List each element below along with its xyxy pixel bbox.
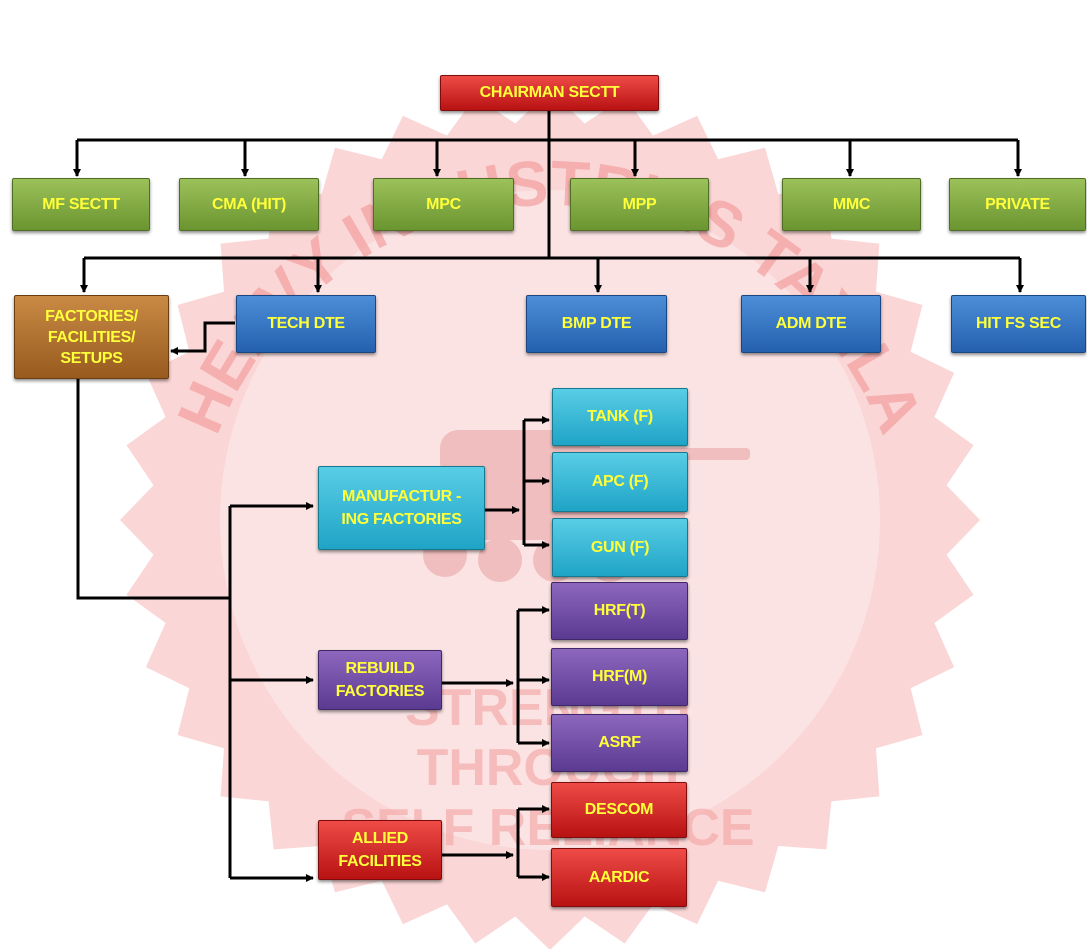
node-descom: DESCOM [551, 782, 687, 838]
node-manufacturing-factories: MANUFACTUR -ING FACTORIES [318, 466, 485, 550]
node-mmc: MMC [782, 178, 921, 231]
node-private: PRIVATE [949, 178, 1086, 231]
node-hit-fs-sec: HIT FS SEC [951, 295, 1086, 353]
node-hrf-m: HRF(M) [551, 648, 688, 706]
node-bmp-dte: BMP DTE [526, 295, 667, 353]
node-mf-sectt: MF SECTT [12, 178, 150, 231]
node-cma-hit: CMA (HIT) [179, 178, 319, 231]
node-mpp: MPP [570, 178, 709, 231]
node-rebuild-factories: REBUILD FACTORIES [318, 650, 442, 710]
node-adm-dte: ADM DTE [741, 295, 881, 353]
node-factories-facilities-setups: FACTORIES/ FACILITIES/ SETUPS [14, 295, 169, 379]
node-aardic: AARDIC [551, 848, 687, 907]
node-apc-f: APC (F) [552, 452, 688, 512]
node-allied-facilities: ALLIED FACILITIES [318, 820, 442, 880]
node-gun-f: GUN (F) [552, 518, 688, 577]
node-chairman-sectt: CHAIRMAN SECTT [440, 75, 659, 111]
node-hrf-t: HRF(T) [551, 582, 688, 640]
node-asrf: ASRF [551, 714, 688, 772]
node-mpc: MPC [373, 178, 514, 231]
node-tech-dte: TECH DTE [236, 295, 376, 353]
node-tank-f: TANK (F) [552, 388, 688, 446]
